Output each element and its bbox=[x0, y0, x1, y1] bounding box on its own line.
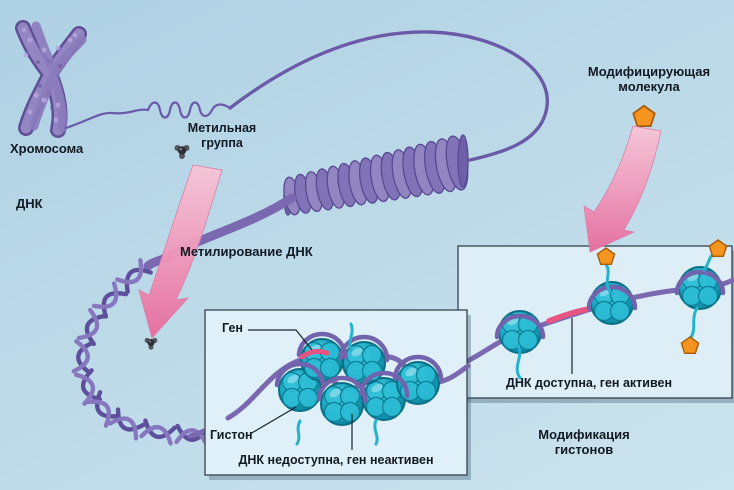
label-histone-modification: Модификация гистонов bbox=[538, 427, 630, 458]
modifier-icon bbox=[708, 239, 728, 257]
label-dna: ДНК bbox=[16, 196, 43, 211]
chromosome-graphic bbox=[15, 20, 87, 138]
nucleosome bbox=[320, 382, 364, 426]
label-modifying-molecule: Модифицирующая молекула bbox=[587, 64, 711, 95]
active-gene-segment bbox=[546, 306, 589, 324]
unwinding-dna-strand bbox=[64, 30, 549, 162]
label-gene: Ген bbox=[222, 321, 243, 335]
label-chromosome: Хромосома bbox=[10, 141, 84, 156]
dna-methylation-panel bbox=[204, 309, 471, 480]
dna-helix bbox=[74, 260, 208, 444]
silenced-gene-segment bbox=[299, 348, 330, 360]
chromatin-coil bbox=[283, 134, 469, 216]
histone-modification-panel bbox=[457, 239, 734, 403]
modifying-molecule-icon bbox=[632, 104, 656, 127]
dna-wraps bbox=[494, 269, 726, 340]
methyl-on-dna-icon bbox=[144, 337, 158, 350]
leader-lines bbox=[248, 329, 353, 450]
label-histone: Гистон bbox=[210, 428, 253, 442]
modification-arrow bbox=[583, 125, 662, 253]
histone-tails bbox=[295, 322, 379, 446]
dna-wraps bbox=[274, 331, 444, 404]
label-dna-methylation: Метилирование ДНК bbox=[180, 244, 313, 259]
label-dna-accessible: ДНК доступна, ген активен bbox=[506, 376, 672, 390]
label-dna-inaccessible: ДНК недоступна, ген неактивен bbox=[238, 453, 434, 467]
label-methyl-group: Метильная группа bbox=[187, 121, 257, 150]
methylation-arrow bbox=[138, 164, 223, 339]
